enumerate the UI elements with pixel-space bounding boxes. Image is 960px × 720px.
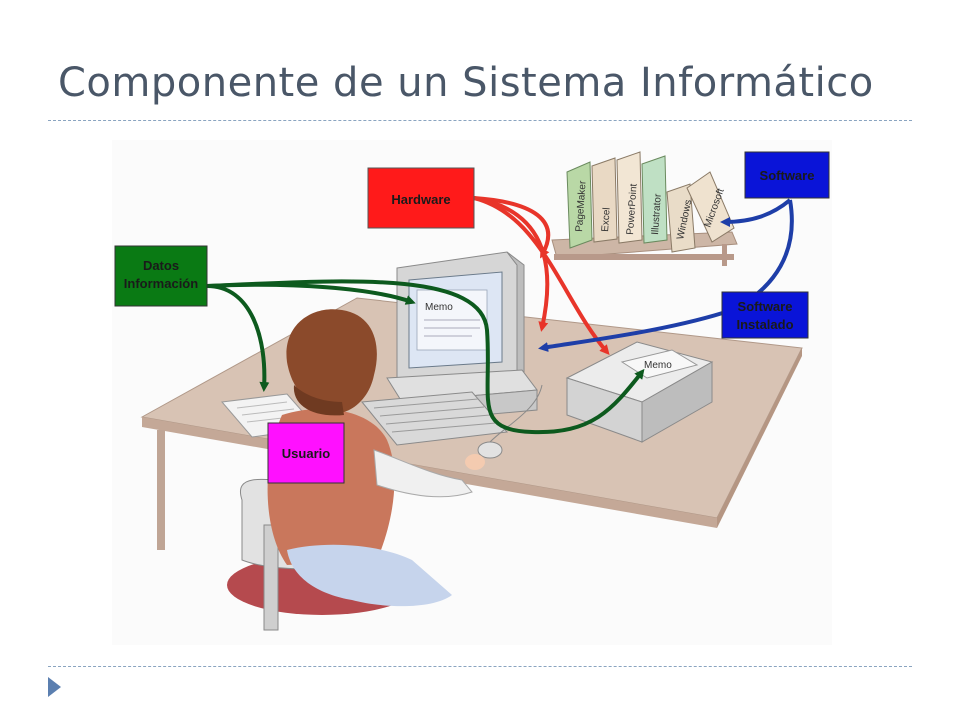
book-excel: Excel	[591, 157, 618, 243]
label-software-instalado: Software Instalado	[721, 291, 809, 339]
bullet-arrow-icon	[48, 677, 61, 697]
book-label: PageMaker	[574, 180, 589, 232]
software-to-books-arrow	[720, 198, 792, 227]
svg-text:Información: Información	[124, 276, 198, 291]
book-pagemaker: PageMaker	[566, 161, 593, 249]
hardware-to-base-arrow	[473, 196, 550, 332]
screen-text: Memo	[425, 302, 453, 313]
datos-arrows	[206, 279, 645, 435]
title-divider	[48, 120, 912, 121]
monitor: Memo	[396, 251, 525, 381]
svg-text:Hardware: Hardware	[391, 192, 450, 207]
slide-title: Componente de un Sistema Informático	[58, 60, 874, 106]
svg-text:Usuario: Usuario	[282, 446, 330, 461]
label-usuario: Usuario	[267, 422, 345, 484]
book-powerpoint: PowerPoint	[616, 151, 643, 244]
system-illustration: PageMaker Excel PowerPoint Illustrator W…	[112, 140, 832, 645]
hardware-to-monitor-arrow	[473, 196, 550, 259]
book-label: Illustrator	[650, 193, 664, 235]
label-software: Software	[744, 151, 830, 199]
book-illustrator: Illustrator	[641, 155, 668, 244]
footer-divider	[48, 666, 912, 667]
books: PageMaker Excel PowerPoint Illustrator W…	[566, 151, 735, 253]
printer-paper-text: Memo	[644, 360, 672, 371]
illustration-svg: PageMaker Excel PowerPoint Illustrator W…	[112, 140, 832, 645]
datos-to-papers-arrow	[206, 284, 270, 392]
hardware-arrows	[473, 196, 610, 356]
book-label: Excel	[600, 207, 613, 232]
book-windows: Windows	[666, 183, 696, 253]
book-label: PowerPoint	[625, 183, 640, 235]
mouse	[477, 384, 543, 459]
person	[267, 309, 485, 607]
label-hardware: Hardware	[367, 167, 475, 229]
keyboard	[361, 391, 509, 446]
svg-text:Datos: Datos	[143, 258, 179, 273]
label-datos-informacion: Datos Información	[114, 245, 208, 307]
svg-text:Instalado: Instalado	[736, 317, 793, 332]
hardware-to-printer-arrow	[473, 196, 610, 356]
svg-text:Software: Software	[760, 168, 815, 183]
svg-text:Software: Software	[738, 299, 793, 314]
datos-to-printer-arrow	[206, 279, 645, 435]
